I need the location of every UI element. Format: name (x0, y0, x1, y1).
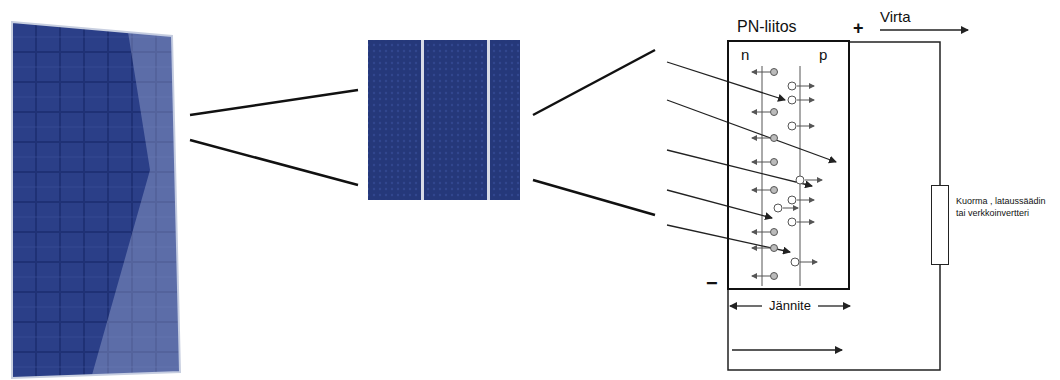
voltage-label: Jännite (769, 298, 811, 313)
zoom-line (190, 140, 358, 185)
light-rays (667, 62, 836, 252)
load-label: Kuorma , lataussäädin tai verkkoinvertte… (956, 196, 1052, 219)
junction-line (762, 66, 763, 286)
current-arrow (732, 349, 842, 350)
current-label: Virta (880, 8, 911, 25)
zoom-line (190, 90, 358, 115)
zoom-line (533, 180, 655, 215)
circuit-wire (728, 265, 940, 370)
junction-title: PN-liitos (737, 18, 797, 36)
region-letter: p (819, 46, 827, 63)
current-arrow (880, 29, 968, 30)
zoom-line (533, 50, 655, 115)
voltage-arrow (730, 305, 762, 306)
region-letter: n (741, 46, 749, 63)
polarity-sign: + (853, 18, 864, 39)
circuit-wire (850, 42, 940, 185)
solar-panel (12, 22, 180, 378)
resistor-symbol: Kuorma , lataussäädin tai verkkoinvertte… (931, 185, 949, 265)
voltage-arrow (818, 305, 850, 306)
charge-carriers (752, 69, 822, 280)
solar-cell (368, 40, 520, 200)
pn-junction-box: PN-liitosnp (727, 40, 850, 290)
polarity-sign: − (706, 272, 718, 295)
